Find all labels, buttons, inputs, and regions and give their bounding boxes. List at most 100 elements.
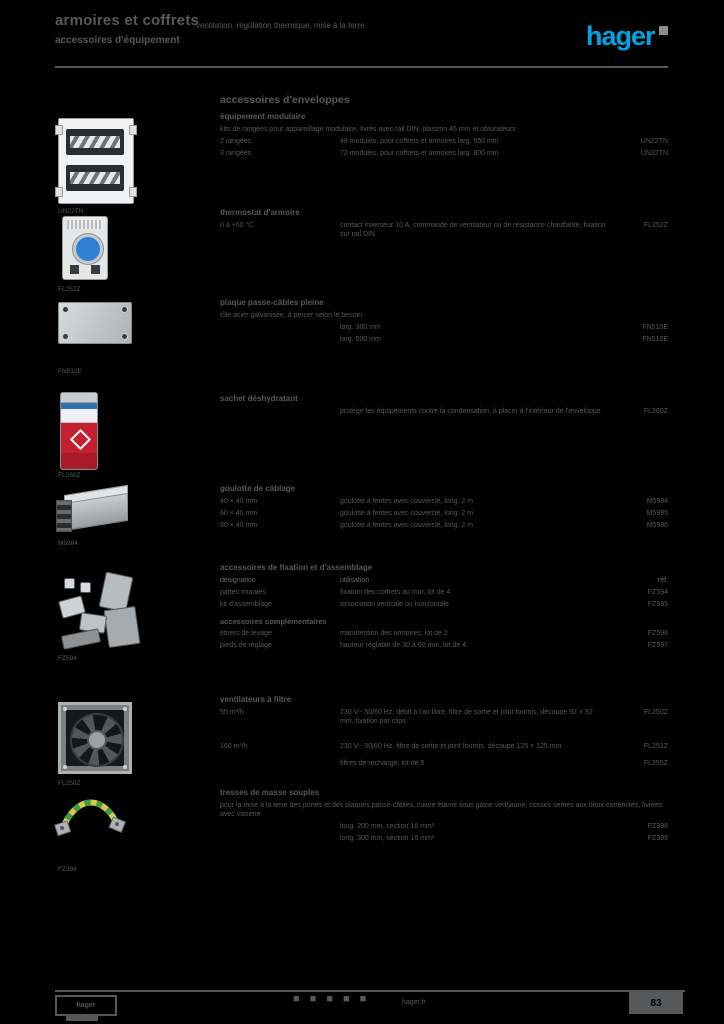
page-title: armoires et coffrets (55, 12, 200, 29)
row-reference: FL251Z (643, 743, 668, 750)
row-label (220, 759, 340, 768)
table-row: étriers de levage manutention des armoir… (220, 629, 668, 638)
row-description: protège les équipements contre la conden… (340, 408, 601, 415)
product-heading: plaque passe-câbles pleine (220, 298, 324, 307)
hager-logo: hager (586, 22, 668, 50)
row-description: fixation des coffrets au mur, lot de 4 (340, 589, 451, 596)
photo-caption: UN22TN (58, 208, 84, 215)
photo-caption: FN512E (58, 368, 82, 375)
row-reference: FZ594 (647, 589, 668, 596)
row-label: pieds de réglage (220, 642, 272, 649)
row-label: 80 × 40 mm (220, 522, 258, 529)
table-row: pieds de réglage hauteur réglable de 30 … (220, 641, 668, 650)
certification-square-icon: ■ (293, 993, 300, 1005)
table-row: filtres de rechange, lot de 5 FL255Z (220, 759, 668, 768)
row-label: 160 m³/h (220, 743, 248, 750)
certification-square-icon: ■ (309, 993, 317, 1005)
product-intro: tôle acier galvanisée, à percer selon le… (220, 312, 363, 319)
row-description: hauteur réglable de 30 à 60 mm, lot de 4 (340, 642, 467, 649)
table-row: pattes murales fixation des coffrets au … (220, 588, 668, 597)
page-subtitle: accessoires d'équipement (55, 35, 180, 46)
table-row: 160 m³/h 230 V~ 50/60 Hz, filtre de sort… (220, 742, 668, 751)
row-label: pattes murales (220, 589, 266, 596)
page-description: ventilation, régulation thermique, mise … (196, 21, 365, 30)
footer-left-tab (66, 1014, 98, 1021)
module-strip (66, 165, 124, 191)
row-reference: FN512E (642, 336, 668, 343)
table-row: 80 × 40 mm goulotte à fentes avec couver… (220, 521, 668, 530)
row-description: larg. 500 mm (340, 336, 381, 343)
row-description: 230 V~ 50/60 Hz, filtre de sortie et joi… (340, 743, 562, 750)
table-row: 3 rangées 72 modules, pour coffrets et a… (220, 149, 668, 158)
row-reference: FZ597 (647, 642, 668, 649)
table-row: long. 300 mm, section 16 mm² FZ399 (220, 834, 668, 843)
column-header: réf. (657, 577, 668, 584)
photo-caption: M5984 (58, 540, 78, 547)
table-row: 0 à +60 °C contact inverseur 10 A, comma… (220, 221, 668, 239)
table-column-headers: désignation utilisation réf. (220, 576, 668, 585)
table-row: larg. 500 mm FN512E (220, 335, 668, 344)
row-description: manutention des armoires, lot de 2 (340, 630, 448, 637)
product-subheading: accessoires complémentaires (220, 617, 327, 626)
table-row: kit d'assemblage association verticale o… (220, 600, 668, 609)
table-row: larg. 300 mm FN510E (220, 323, 668, 332)
row-reference: M5985 (646, 510, 668, 517)
row-description: larg. 300 mm (340, 324, 381, 331)
product-intro: kits de rangées pour appareillage modula… (220, 126, 516, 133)
row-description: association verticale ou horizontale (340, 601, 449, 608)
table-row: 60 × 40 mm goulotte à fentes avec couver… (220, 509, 668, 518)
product-photo-modular-enclosure (55, 118, 137, 204)
product-heading: ventilateurs à filtre (220, 695, 292, 704)
section-heading: accessoires d'enveloppes (220, 94, 350, 106)
footer-website: hager.fr (402, 999, 426, 1006)
row-label: 0 à +60 °C (220, 222, 254, 229)
product-heading: tresses de masse souples (220, 788, 320, 797)
photo-caption: FZ398 (58, 866, 77, 873)
row-reference: FZ596 (647, 630, 668, 637)
product-heading: sachet déshydratant (220, 394, 298, 403)
footer-divider (55, 990, 685, 992)
row-description: goulotte à fentes avec couvercle, long. … (340, 522, 474, 529)
row-reference: UN32TN (640, 150, 668, 157)
photo-caption: FL250Z (58, 780, 81, 787)
product-heading: accessoires de fixation et d'assemblage (220, 563, 373, 572)
row-description: goulotte à fentes avec couvercle, long. … (340, 498, 474, 505)
footer-brand-plaque: hager (55, 995, 117, 1016)
table-row: protège les équipements contre la conden… (220, 407, 668, 416)
row-description: 48 modules, pour coffrets et armoires la… (340, 138, 499, 145)
row-label: 55 m³/h (220, 709, 244, 716)
row-reference: FZ595 (647, 601, 668, 608)
row-reference: FL260Z (643, 408, 668, 415)
footer-certification-icons: ■ ■ ■ ■ ■ (293, 993, 366, 1006)
column-header: utilisation (340, 577, 370, 584)
product-heading: thermostat d'armoire (220, 208, 300, 217)
row-label: 60 × 40 mm (220, 510, 258, 517)
row-reference: FL255Z (643, 760, 668, 767)
row-reference: FL250Z (643, 709, 668, 716)
hager-logo-block-icon (658, 26, 668, 35)
row-reference: M5984 (646, 498, 668, 505)
row-label: 3 rangées (220, 150, 252, 157)
page-number-badge: 83 (629, 992, 683, 1014)
table-row: 40 × 40 mm goulotte à fentes avec couver… (220, 497, 668, 506)
row-description: 72 modules, pour coffrets et armoires la… (340, 150, 499, 157)
photo-caption: FL260Z (58, 472, 81, 479)
row-reference: FZ398 (647, 823, 668, 830)
row-description: filtres de rechange, lot de 5 (340, 760, 425, 767)
row-reference: M5986 (646, 522, 668, 529)
table-row: 55 m³/h 230 V~ 50/60 Hz, débit à l'air l… (220, 708, 668, 726)
product-photo-fixing-kit (56, 571, 142, 652)
row-description: long. 300 mm, section 16 mm² (340, 835, 435, 842)
certification-square-icon: ■ (359, 993, 367, 1005)
table-row: long. 200 mm, section 16 mm² FZ398 (220, 822, 668, 831)
row-reference: UN22TN (640, 138, 668, 145)
row-reference: FZ399 (647, 835, 668, 842)
row-description: long. 200 mm, section 16 mm² (340, 823, 435, 830)
row-label: 2 rangées (220, 138, 252, 145)
column-header: désignation (220, 577, 256, 584)
header-divider (55, 66, 668, 68)
product-heading: équipement modulaire (220, 112, 306, 121)
product-photo-earth-strap (54, 792, 127, 838)
photo-caption: FZ594 (58, 655, 77, 662)
product-photo-filter-fan (58, 702, 132, 774)
